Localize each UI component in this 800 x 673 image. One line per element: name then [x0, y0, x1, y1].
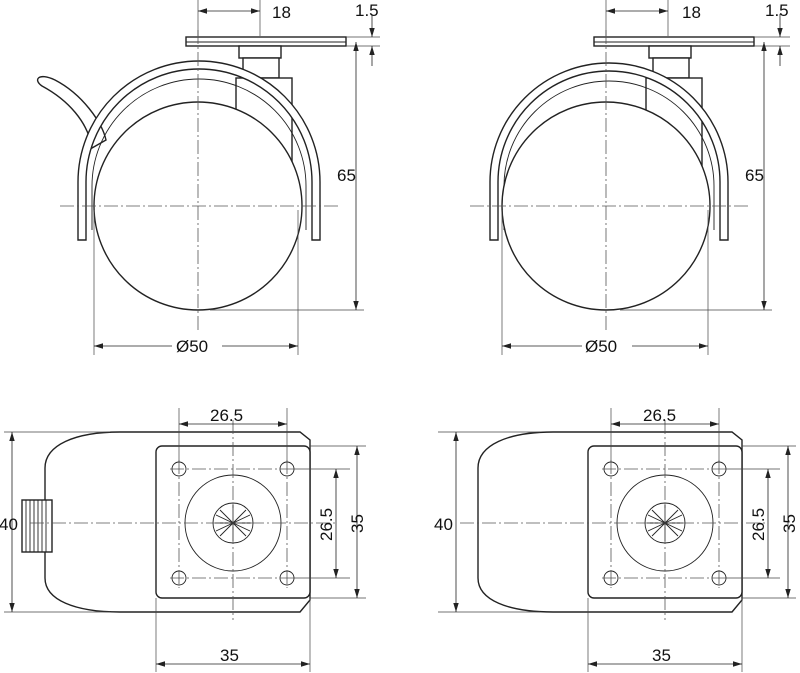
dim-plate-height-label: 35 — [780, 514, 799, 533]
dim-plate-thickness-label: 1.5 — [355, 1, 379, 20]
dim-plate-height-label: 35 — [348, 514, 367, 533]
side-view-braked-caster: 18 1.5 65 Ø50 — [36, 0, 380, 356]
hood-inner-edge — [91, 78, 307, 230]
dim-hole-spacing-x-label: 26.5 — [210, 406, 243, 425]
dim-hole-spacing-x-label: 26.5 — [643, 406, 676, 425]
brake-knob — [21, 499, 53, 553]
dim-plate-thickness-label: 1.5 — [765, 1, 789, 20]
dim-plate-offset-label: 18 — [682, 3, 701, 22]
dim-height-label: 65 — [745, 166, 764, 185]
stem-collar — [648, 45, 692, 59]
wheel-hood — [489, 62, 729, 241]
top-view-braked-caster: 26.5 26.5 35 40 35 — [0, 406, 367, 672]
dim-hole-spacing-y-label: 26.5 — [317, 508, 336, 541]
wheel-hood — [77, 60, 321, 241]
mounting-plate — [593, 36, 755, 47]
dim-body-width-label: 40 — [434, 515, 453, 534]
dim-wheel-diameter-label: Ø50 — [585, 337, 617, 356]
dim-hole-spacing-y-label: 26.5 — [749, 508, 768, 541]
dim-height-label: 65 — [337, 166, 356, 185]
dim-plate-offset-label: 18 — [272, 3, 291, 22]
brake-knob-ribs — [25, 500, 47, 552]
dim-body-width-label: 40 — [0, 515, 18, 534]
top-view-plain-caster: 26.5 26.5 35 40 35 — [434, 406, 799, 672]
stem-collar — [238, 45, 282, 59]
side-view-plain-caster: 18 1.5 65 Ø50 — [470, 0, 790, 356]
mounting-plate — [185, 36, 347, 47]
hood-inner-edge — [503, 80, 715, 230]
dim-wheel-diameter-label: Ø50 — [176, 337, 208, 356]
dim-plate-width-label: 35 — [220, 646, 239, 665]
dim-plate-width-label: 35 — [652, 646, 671, 665]
